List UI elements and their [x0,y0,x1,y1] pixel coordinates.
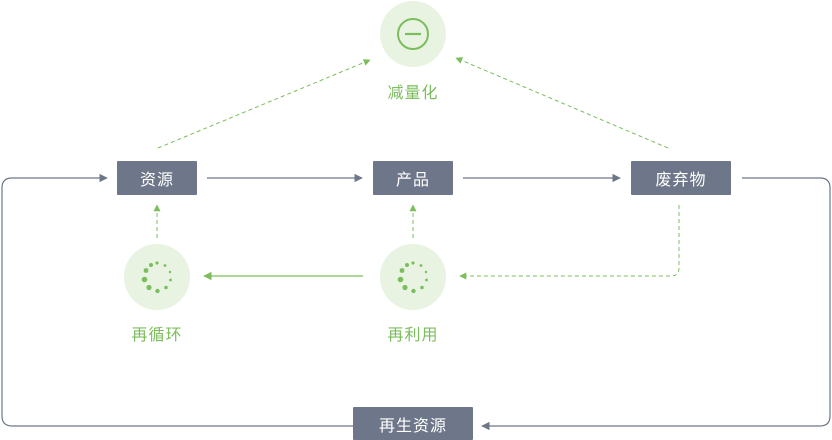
node-resource-label: 资源 [139,170,174,189]
reuse-circle [380,244,446,310]
node-product: 产品 [373,161,453,195]
node-product-label: 产品 [395,170,430,189]
node-resource: 资源 [117,161,197,195]
arrow-regenerated-to-resource [1,173,353,427]
node-regenerated-label: 再生资源 [378,415,447,435]
node-regenerated: 再生资源 [353,407,473,440]
arrow-waste-to-reduce [455,57,669,149]
reduce-label: 减量化 [387,83,439,102]
dotted-circle-icon [141,261,172,294]
arrow-resource-to-reduce [157,59,371,149]
recycle-label: 再循环 [131,325,183,344]
reuse-label: 再利用 [387,325,439,344]
arrow-waste-to-reuse [459,205,680,280]
dotted-circle-icon [397,261,428,294]
arrow-waste-to-regenerated [481,177,831,431]
node-waste: 废弃物 [631,161,731,195]
node-waste-label: 废弃物 [655,170,707,189]
minus-circle-icon [397,18,429,50]
reduce-circle [380,1,446,67]
recycle-circle [124,244,190,310]
